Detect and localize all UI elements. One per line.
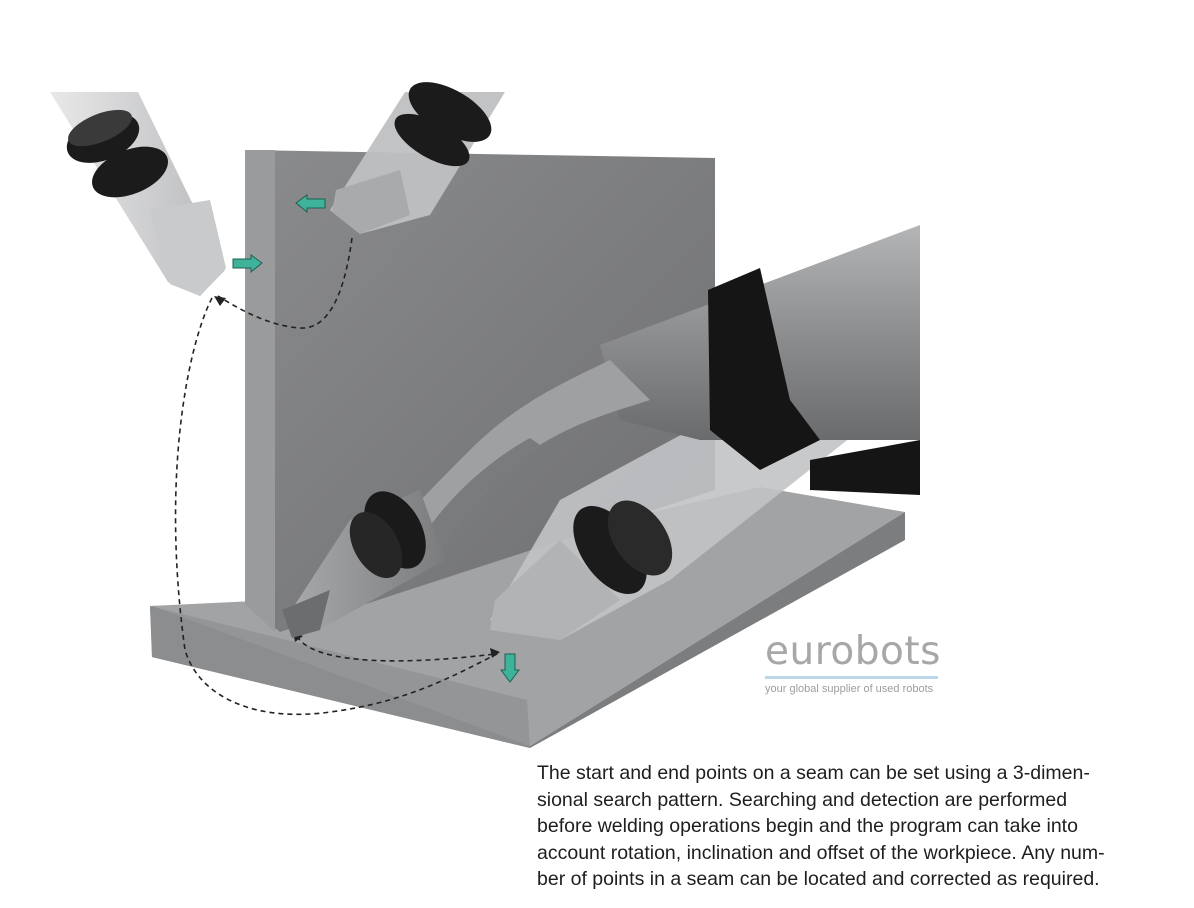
arrow-down-icon bbox=[500, 653, 520, 683]
torch-ghost-upper-left bbox=[50, 92, 226, 296]
logo-underline bbox=[765, 676, 938, 679]
search-path bbox=[174, 237, 498, 716]
caption-line: account rotation, inclination and offset… bbox=[537, 841, 1105, 864]
caption-line: The start and end points on a seam can b… bbox=[537, 762, 1090, 784]
caption-text: The start and end points on a seam can b… bbox=[537, 760, 1177, 893]
torch-main bbox=[282, 225, 920, 638]
arrow-left-icon bbox=[295, 194, 326, 214]
caption-line: sional search pattern. Searching and det… bbox=[537, 788, 1068, 811]
torch-ghost-upper-middle bbox=[330, 82, 505, 234]
eurobots-logo: eurobots your global supplier of used ro… bbox=[765, 630, 940, 695]
arrow-right-icon bbox=[232, 254, 263, 274]
logo-wordmark: eurobots bbox=[765, 629, 941, 674]
caption-line: ber of points in a seam can be located a… bbox=[537, 868, 1100, 890]
logo-tagline: your global supplier of used robots bbox=[765, 683, 934, 695]
caption-line: before welding operations begin and the … bbox=[537, 815, 1078, 837]
